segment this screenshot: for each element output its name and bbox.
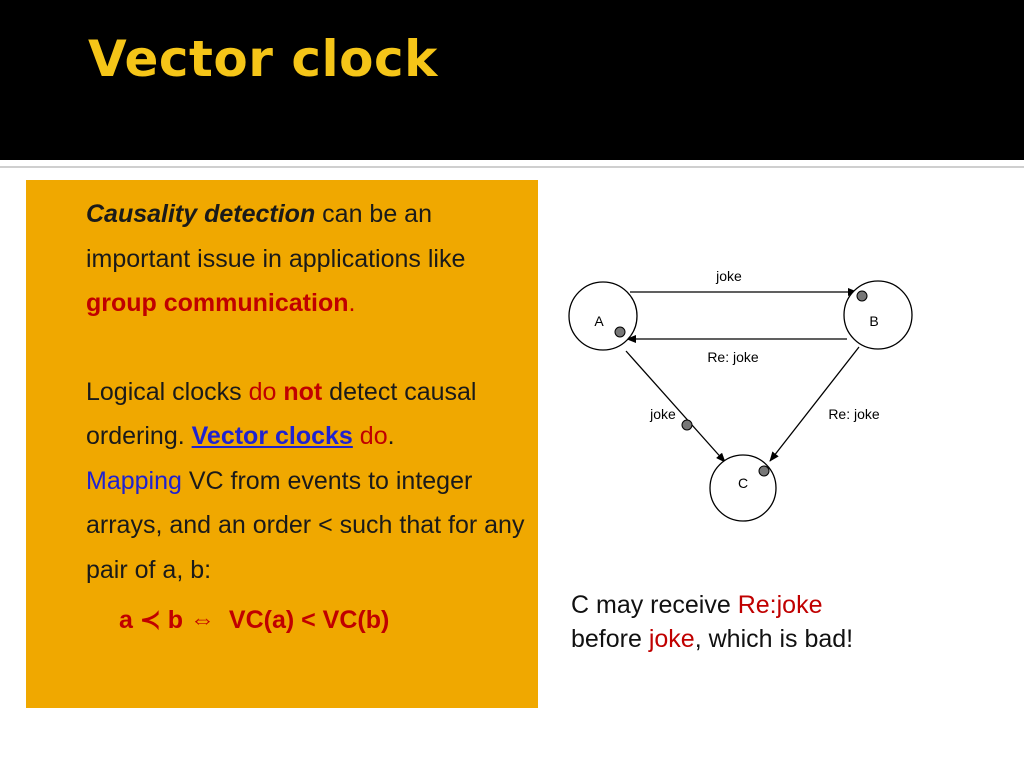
- divider: [0, 166, 1024, 168]
- do-word: do: [248, 377, 277, 406]
- formula-a: a: [119, 606, 133, 634]
- edge-label-bc: Re: joke: [828, 406, 880, 422]
- edge-a-to-c: [625, 350, 726, 463]
- message-diagram: A B C joke Re: joke joke Re: joke: [568, 268, 913, 522]
- caption: C may receive Re:joke before joke, which …: [571, 588, 1011, 656]
- formula-rhs: VC(a) < VC(b): [228, 606, 390, 634]
- event-dot: [758, 465, 770, 477]
- event-dot: [856, 290, 868, 302]
- slide-title: Vector clock: [88, 30, 438, 88]
- header-bar: [0, 0, 1024, 160]
- text-run: can be an important issue in application…: [86, 200, 466, 273]
- paragraph-causality: Causality detection can be an important …: [86, 192, 536, 326]
- text-run: Logical clocks: [86, 377, 249, 406]
- precedes-symbol: ≺: [139, 606, 161, 634]
- node-label-c: C: [738, 475, 748, 491]
- body-text: Causality detection can be an important …: [86, 192, 536, 643]
- text-panel: Causality detection can be an important …: [26, 180, 538, 708]
- text-run: detect causal ordering.: [86, 377, 477, 451]
- iff-symbol: ⇔: [190, 606, 215, 634]
- formula-b: b: [167, 606, 184, 634]
- formula: a ≺ b ⇔ VC(a) < VC(b): [119, 598, 536, 643]
- text-run: C may receive: [571, 591, 738, 619]
- edge-b-to-c: [769, 346, 860, 462]
- text-run: , which is bad!: [694, 625, 854, 653]
- text-run: .: [387, 422, 395, 450]
- group-communication-term: group communication: [86, 289, 349, 317]
- node-label-b: B: [869, 313, 878, 329]
- mapping-word: Mapping: [86, 466, 182, 495]
- causality-detection-term: Causality detection: [86, 200, 316, 228]
- not-word: not: [283, 377, 323, 406]
- text-run: VC from events to integer arrays, and an…: [86, 466, 525, 584]
- vector-clocks-link[interactable]: Vector clocks: [191, 422, 353, 450]
- paragraph-logical-clocks: Logical clocks do not detect causal orde…: [86, 370, 536, 593]
- edge-label-ac: joke: [649, 406, 676, 422]
- text-run: before: [571, 625, 649, 653]
- joke-word: joke: [648, 625, 695, 653]
- edge-label-ab: joke: [715, 268, 742, 284]
- event-dot: [614, 326, 626, 338]
- event-dot: [681, 419, 693, 431]
- node-label-a: A: [594, 313, 604, 329]
- edge-label-ba: Re: joke: [707, 349, 759, 365]
- text-run: .: [348, 289, 356, 317]
- rejoke-word: Re:joke: [737, 591, 823, 619]
- do-word: do: [359, 422, 388, 450]
